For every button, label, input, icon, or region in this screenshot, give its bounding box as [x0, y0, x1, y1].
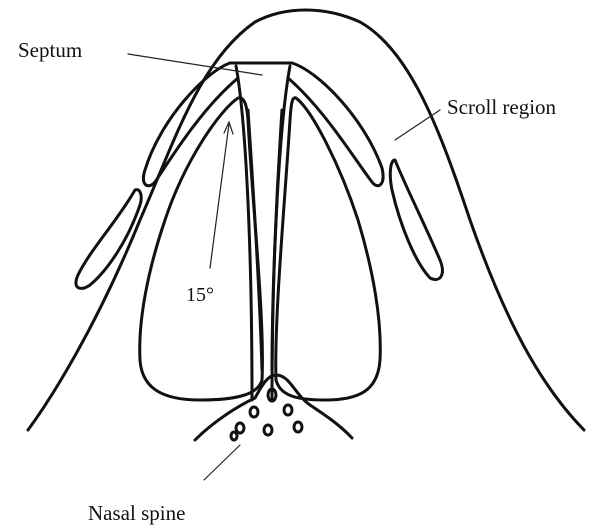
- right-lateral-crus-outer: [288, 63, 383, 186]
- nasal-spine-dot: [231, 432, 237, 440]
- outer-nose-outline: [28, 10, 584, 430]
- septum-label: Septum: [18, 38, 82, 62]
- right-scroll-lobule: [390, 160, 442, 279]
- angle-arrow-line: [210, 124, 229, 268]
- nasal-spine-label: Nasal spine: [88, 501, 185, 525]
- nasal-spine-dot: [250, 407, 258, 417]
- scroll-region-label: Scroll region: [447, 95, 557, 119]
- nasal-spine-dot: [236, 423, 244, 433]
- scroll-region-leader-line: [395, 110, 440, 140]
- right-nostril: [276, 98, 381, 400]
- nasal-spine-dot: [284, 405, 292, 415]
- nasal-spine-dot: [294, 422, 302, 432]
- nasal-spine-dot: [264, 425, 272, 435]
- nasal-spine-leader-line: [204, 445, 240, 480]
- angle-label: 15°: [186, 284, 214, 306]
